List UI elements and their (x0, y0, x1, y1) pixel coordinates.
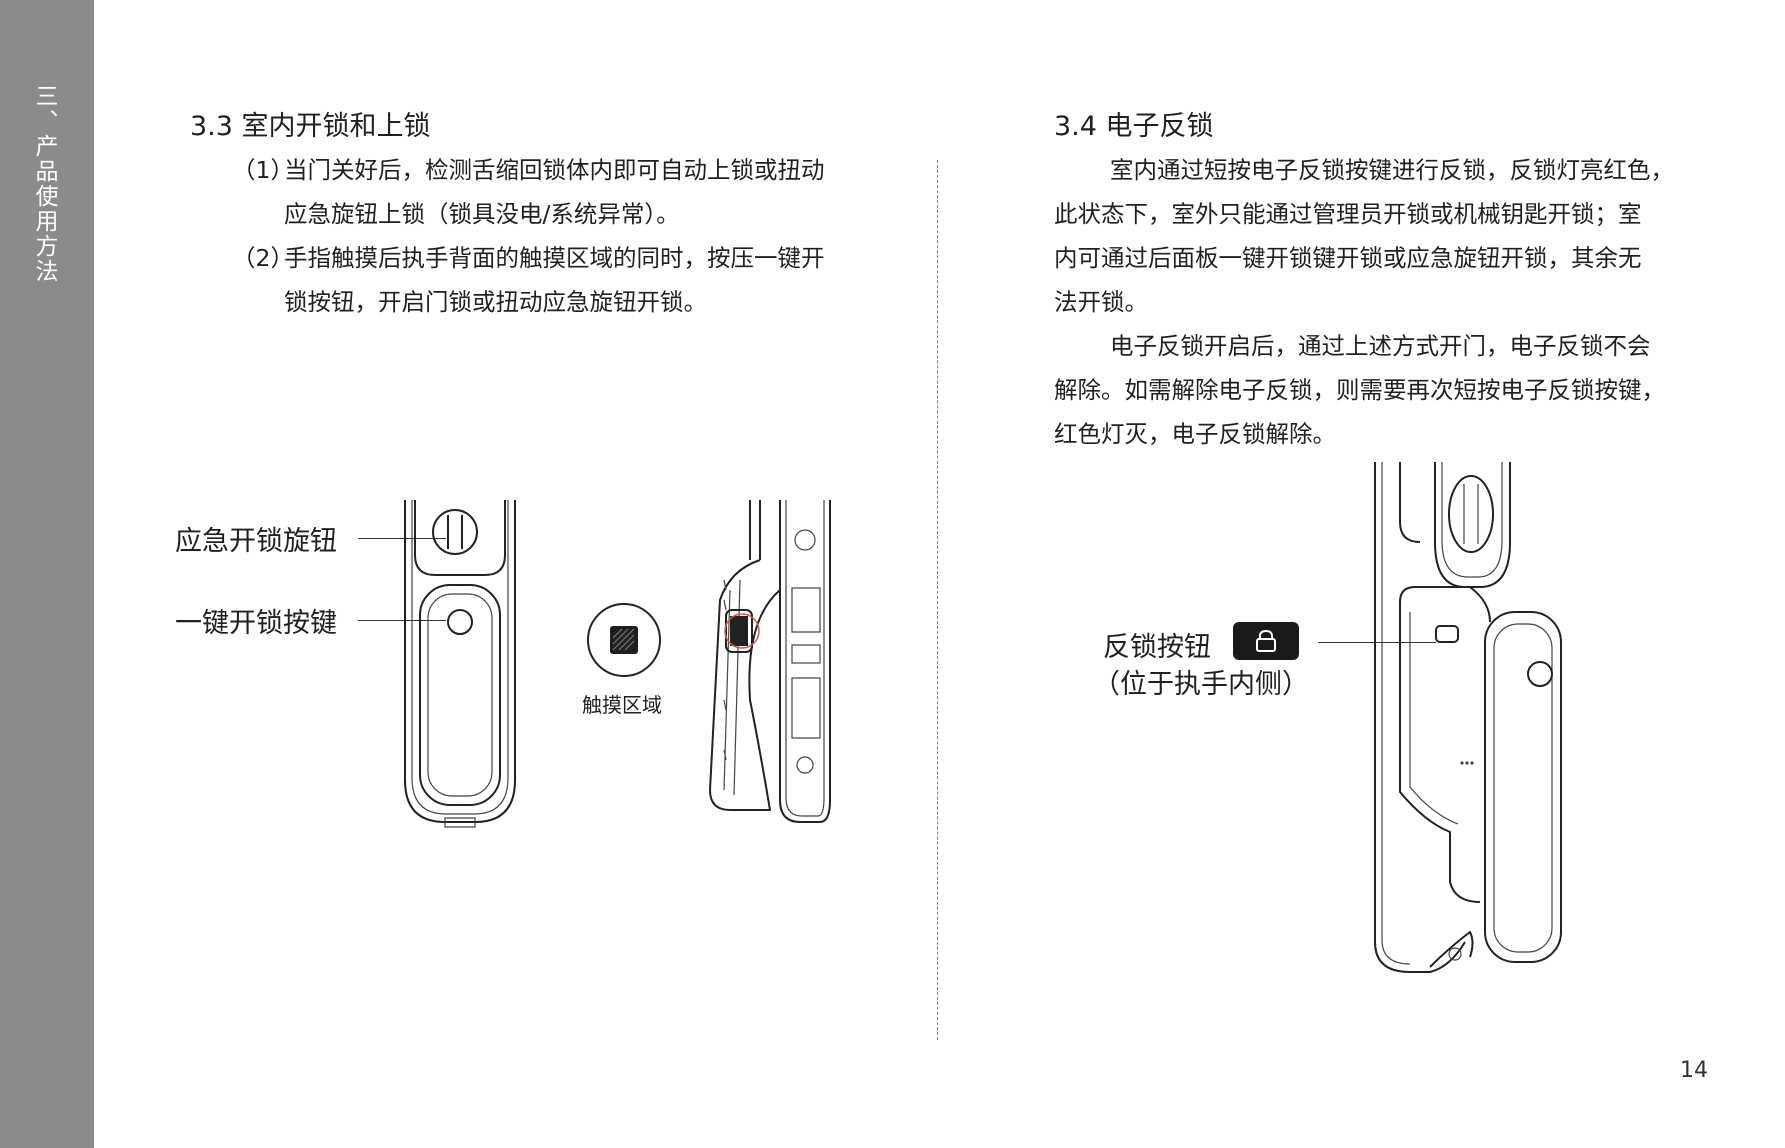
section-34-title: 3.4 电子反锁 (1054, 111, 1214, 142)
deadlock-button-label: 反锁按钮 (1103, 632, 1211, 663)
emergency-knob-label: 应急开锁旋钮 (175, 526, 337, 557)
list-item-number: （2） (232, 244, 294, 272)
touch-area-label: 触摸区域 (582, 693, 662, 717)
paragraph-line: 法开锁。 (1054, 288, 1148, 316)
one-key-button-label: 一键开锁按键 (175, 608, 337, 639)
paragraph-line: 红色灯灭，电子反锁解除。 (1054, 420, 1336, 448)
paragraph: 室内通过短按电子反锁按键进行反锁，反锁灯亮红色， 此状态下，室外只能通过管理员开… (1054, 148, 1674, 324)
chapter-title: 三、产品使用方法 (31, 84, 57, 284)
paragraph-line: 此状态下，室外只能通过管理员开锁或机械钥匙开锁；室 (1054, 200, 1642, 228)
touch-area-icon (587, 603, 661, 677)
list-item: （2）手指触摸后执手背面的触摸区域的同时，按压一键开 锁按钮，开启门锁或扭动应急… (232, 236, 825, 324)
lock-badge (1233, 622, 1299, 660)
list-item-line: 手指触摸后执手背面的触摸区域的同时，按压一键开 (284, 244, 825, 272)
leader-line (1318, 642, 1436, 643)
list-item-line: 锁按钮，开启门锁或扭动应急旋钮开锁。 (284, 288, 707, 316)
paragraph-line: 内可通过后面板一键开锁键开锁或应急旋钮开锁，其余无 (1054, 244, 1642, 272)
section-33-title: 3.3 室内开锁和上锁 (190, 111, 431, 142)
lock-front-view-illustration (404, 500, 516, 828)
leader-line (358, 620, 446, 621)
paragraph-line: 电子反锁开启后，通过上述方式开门，电子反锁不会 (1110, 332, 1651, 360)
sidebar: 三、产品使用方法 (0, 0, 94, 1148)
list-item-number: （1） (232, 156, 294, 184)
list-item: （1）当门关好后，检测舌缩回锁体内即可自动上锁或扭动 应急旋钮上锁（锁具没电/系… (232, 148, 825, 236)
paragraph-line: 解除。如需解除电子反锁，则需要再次短按电子反锁按键， (1054, 376, 1665, 404)
list-item-line: 应急旋钮上锁（锁具没电/系统异常）。 (284, 200, 680, 228)
lock-side-view-illustration (709, 500, 831, 823)
leader-line (358, 538, 446, 539)
lock-icon (1256, 629, 1276, 652)
paragraph: 电子反锁开启后，通过上述方式开门，电子反锁不会 解除。如需解除电子反锁，则需要再… (1054, 324, 1665, 456)
column-divider (937, 160, 938, 1040)
page-number: 14 (1680, 1058, 1708, 1083)
lock-handle-illustration (1374, 462, 1562, 973)
paragraph-line: 室内通过短按电子反锁按键进行反锁，反锁灯亮红色， (1110, 156, 1674, 184)
deadlock-location-label: （位于执手内侧） (1093, 669, 1309, 700)
list-item-line: 当门关好后，检测舌缩回锁体内即可自动上锁或扭动 (284, 156, 825, 184)
